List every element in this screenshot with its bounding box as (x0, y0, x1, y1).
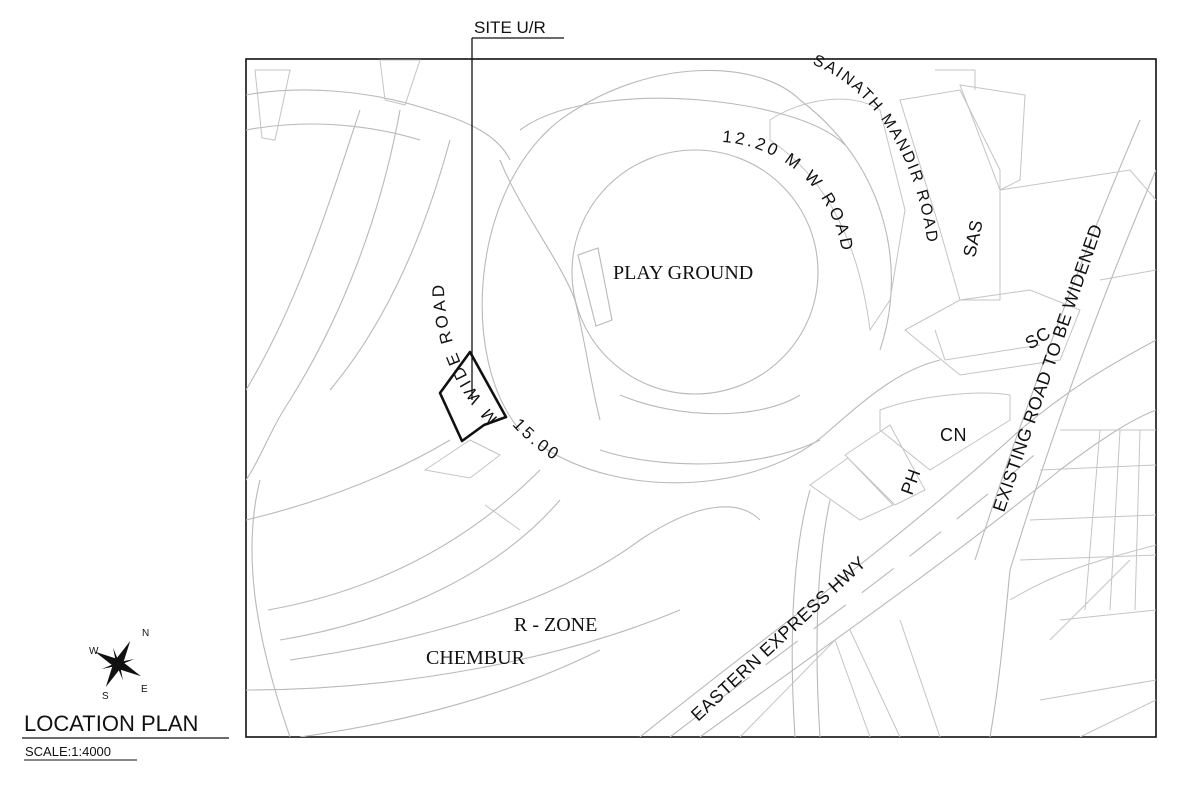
highway-edge (699, 409, 1156, 737)
plot (935, 69, 976, 90)
block-outline (499, 159, 601, 421)
play-ground-tongue (577, 247, 613, 327)
street (246, 439, 451, 521)
street (246, 609, 681, 691)
street (246, 109, 401, 481)
compass-s: S (102, 691, 109, 702)
eastern-express-hwy-label: EASTERN EXPRESS HWY (687, 552, 870, 725)
street (246, 109, 361, 391)
plot (254, 69, 291, 141)
compass-n: N (142, 628, 149, 639)
plot (849, 629, 901, 737)
street (251, 479, 291, 737)
street (329, 139, 451, 391)
street (246, 89, 511, 161)
plan-scale: SCALE:1:4000 (25, 744, 111, 759)
ring-road-outer-edge-east (799, 99, 892, 351)
plot (423, 439, 501, 479)
block-outline (599, 439, 821, 465)
ring-road-outer-edge-south (539, 359, 941, 484)
street (246, 123, 421, 141)
ring-road-outer-south-label: 15.00 (509, 415, 564, 465)
street (279, 499, 561, 641)
plot (959, 84, 1026, 191)
existing-road-edge (989, 569, 1011, 737)
existing-road-edge (1009, 169, 1156, 571)
compass-e: E (141, 684, 148, 695)
map-frame (245, 58, 1157, 738)
plot (879, 392, 1011, 471)
site-boundary[interactable] (438, 350, 508, 443)
r-zone-label: R - ZONE (514, 614, 597, 636)
plot (484, 504, 521, 531)
plot (899, 619, 941, 737)
play-ground-label: PLAY GROUND (613, 262, 753, 284)
compass-star-icon (95, 641, 141, 687)
street (791, 489, 811, 737)
plot (809, 457, 894, 521)
block-outline (619, 394, 801, 415)
plot (1099, 269, 1156, 281)
map-linework (246, 59, 1156, 737)
block-outline (519, 97, 846, 146)
plot (1049, 559, 1131, 641)
site-label: SITE U/R (474, 18, 546, 37)
chembur-label: CHEMBUR (426, 647, 526, 669)
ring-road-outer-edge (481, 69, 801, 431)
cn-label: CN (940, 425, 967, 445)
plot (769, 98, 906, 332)
plot (1009, 544, 1156, 601)
existing-road-edge (974, 119, 1141, 561)
plot (899, 89, 1001, 301)
plot (999, 169, 1156, 201)
plot (739, 639, 871, 737)
plot (934, 329, 1041, 361)
plan-title: LOCATION PLAN (24, 711, 198, 736)
street (289, 506, 761, 661)
compass-rose: N W E S (89, 628, 149, 702)
highway-centerline (669, 449, 1041, 737)
plot-grid (1019, 429, 1156, 737)
street (267, 469, 541, 611)
street (816, 499, 831, 737)
highway-edge (639, 339, 1156, 737)
street (299, 649, 601, 737)
plot (844, 424, 926, 506)
plot (379, 59, 421, 106)
ring-road-inner-label: 12.20 M W ROAD (722, 127, 858, 255)
compass-w: W (89, 646, 99, 657)
ring-road-outer-west-label: M WIDE ROAD (429, 282, 501, 428)
sas-label: SAS (959, 218, 986, 259)
ring-road-inner-edge (571, 149, 819, 395)
